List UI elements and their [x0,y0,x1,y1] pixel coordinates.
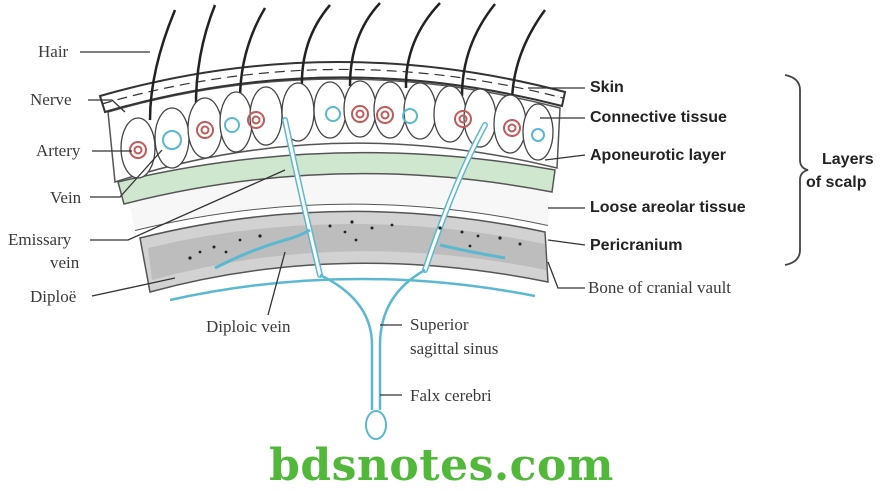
artery-sections [129,105,521,159]
layers-bracket [784,74,809,266]
site-watermark: bdsnotes.com [269,440,614,491]
skin-layer [98,61,567,114]
falx-and-sinus [169,268,536,440]
label-superior-sagittal-sinus-line2: sagittal sinus [410,339,499,358]
label-superior-sagittal-sinus-line1: Superior [410,315,469,334]
label-loose-areolar-tissue: Loose areolar tissue [590,199,746,216]
label-aponeurotic-layer: Aponeurotic layer [590,147,727,164]
label-diploic-vein: Diploic vein [206,317,291,336]
diploic-veins [214,228,506,270]
connective-tissue-cells [120,80,554,179]
label-layers-of-scalp-line1: Layers [822,151,874,168]
label-emissary-vein-line2: vein [50,253,80,272]
label-emissary-vein-line1: Emissary [8,230,72,249]
label-connective-tissue: Connective tissue [590,109,727,126]
label-vein: Vein [50,188,82,207]
label-falx-cerebri: Falx cerebri [410,386,492,405]
label-diploe: Diploë [30,287,77,306]
label-nerve: Nerve [30,90,72,109]
vein-sections [162,106,545,150]
loose-areolar-layer [128,170,550,230]
label-hair: Hair [38,42,69,61]
label-artery: Artery [36,141,81,160]
diploe-layer [148,223,546,280]
pericranium-layer [134,202,549,231]
label-layers-of-scalp-line2: of scalp [806,174,867,191]
leader-lines [80,51,586,396]
label-bone-of-cranial-vault: Bone of cranial vault [588,278,732,297]
label-skin: Skin [590,79,624,96]
aponeurotic-layer [117,151,556,205]
hair-strands [148,2,547,121]
label-pericranium: Pericranium [590,237,683,254]
diploe-dots [188,220,522,260]
